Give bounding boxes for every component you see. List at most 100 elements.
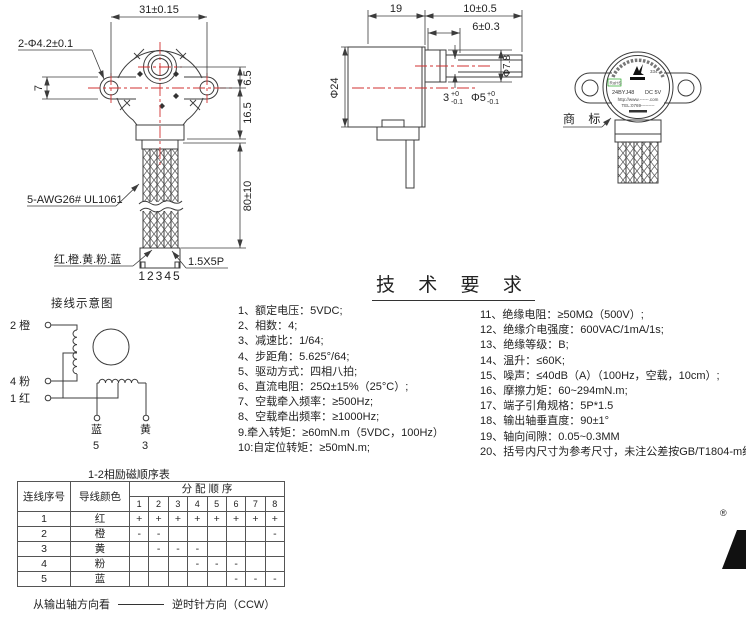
step-col-header: 2 bbox=[148, 496, 169, 512]
requirement-item: 12、绝缘介电强度：600VAC/1mA/1s; bbox=[480, 324, 664, 337]
step-cell: - bbox=[264, 526, 286, 542]
requirement-item: 11、绝缘电阻：≥50MΩ（500V）; bbox=[480, 309, 644, 321]
svg-text:-0.1: -0.1 bbox=[451, 99, 463, 106]
requirement-item: 16、摩擦力矩：60~294mN.m; bbox=[480, 385, 628, 398]
sequence-table-title: 1-2相励磁顺序表 bbox=[88, 469, 170, 481]
side-view-drawing: 19 10±0.5 6±0.3 Φ24 Φ7.8 3 +0 -0.1 Φ5 +0… bbox=[329, 3, 523, 189]
wiring-diagram: 2 橙 4 粉 1 红 蓝 5 黄 3 bbox=[10, 318, 151, 452]
step-cell: + bbox=[245, 511, 266, 527]
footer-dash bbox=[118, 603, 164, 605]
step-cell: - bbox=[264, 571, 286, 587]
svg-text:-0.1: -0.1 bbox=[487, 99, 499, 106]
step-col-header: 4 bbox=[187, 496, 208, 512]
connector-label: 1.5X5P bbox=[188, 256, 224, 268]
company-logo bbox=[722, 530, 746, 569]
dim-shaft-length: 10±0.5 bbox=[463, 3, 497, 15]
rear-view-drawing: RoHS 334 24BYJ48 DC 5V http://www.------… bbox=[563, 51, 702, 184]
common-lead bbox=[51, 383, 119, 399]
step-cell bbox=[225, 526, 247, 542]
requirement-item: 7、空载牵入频率：≥500Hz; bbox=[238, 396, 374, 409]
trademark-label: 商 标 bbox=[563, 111, 605, 126]
step-cell bbox=[167, 556, 189, 572]
step-cell: - bbox=[225, 571, 247, 587]
step-cell: + bbox=[128, 511, 150, 527]
terminal-4 bbox=[44, 377, 52, 385]
wire-colors-label: 红.橙.黄.粉.蓝 bbox=[54, 252, 121, 266]
wire-number-cell: 2 bbox=[17, 526, 71, 542]
terminal-3-number: 3 bbox=[142, 440, 148, 452]
terminal-step bbox=[381, 119, 405, 128]
step-cell: - bbox=[206, 556, 227, 572]
step-cell bbox=[128, 541, 150, 557]
step-cell: + bbox=[187, 511, 208, 527]
step-cell: + bbox=[225, 511, 247, 527]
dim-hole-spacing: 31±0.15 bbox=[139, 4, 179, 16]
dim-ear-height: 7 bbox=[33, 85, 45, 91]
terminal-3 bbox=[142, 414, 150, 422]
step-cell: - bbox=[225, 556, 247, 572]
wire-number-cell: 5 bbox=[17, 571, 71, 587]
step-cell: - bbox=[148, 541, 169, 557]
rear-right-hole bbox=[677, 79, 695, 97]
rear-housing bbox=[614, 119, 662, 143]
rohs-badge: RoHS bbox=[610, 81, 622, 86]
rear-left-hole bbox=[581, 79, 599, 97]
step-cell bbox=[206, 526, 227, 542]
step-cell bbox=[264, 541, 286, 557]
motor-body-side bbox=[347, 46, 426, 128]
centerlines bbox=[88, 42, 232, 167]
dim-body-diameter: Φ24 bbox=[329, 77, 341, 98]
svg-text:3: 3 bbox=[443, 92, 449, 104]
step-col-header: 3 bbox=[167, 496, 189, 512]
requirement-item: 17、端子引角规格：5P*1.5 bbox=[480, 400, 614, 413]
terminal-5-number: 5 bbox=[93, 440, 99, 452]
col-header-sequence: 分 配 顺 序 bbox=[129, 481, 285, 497]
tech-requirements-title: 技 术 要 求 bbox=[372, 270, 535, 301]
step-cell: - bbox=[128, 526, 150, 542]
nameplate-model: 24BYJ48 bbox=[612, 90, 634, 96]
col-header-wire-color: 导线颜色 bbox=[70, 481, 130, 512]
step-cell bbox=[128, 571, 150, 587]
requirement-item: 14、温升：≤60K; bbox=[480, 354, 565, 367]
terminal-4-label: 4 粉 bbox=[10, 375, 30, 388]
step-col-header: 6 bbox=[225, 496, 247, 512]
step-cell: - bbox=[167, 541, 189, 557]
requirement-item: 18、输出轴垂直度：90±1° bbox=[480, 415, 610, 428]
wire-color-cell: 蓝 bbox=[70, 571, 130, 587]
svg-text:+0: +0 bbox=[451, 91, 459, 98]
wire-color-cell: 黄 bbox=[70, 541, 130, 557]
step-cell bbox=[225, 541, 247, 557]
side-view-dimensions bbox=[341, 10, 523, 128]
step-cell bbox=[128, 556, 150, 572]
shaft-flats bbox=[458, 59, 522, 73]
requirement-item: 5、驱动方式：四相八拍; bbox=[238, 365, 358, 378]
step-cell: + bbox=[167, 511, 189, 527]
step-cell bbox=[245, 556, 266, 572]
terminal-3-color: 黄 bbox=[140, 422, 151, 436]
terminal-5-color: 蓝 bbox=[91, 423, 102, 436]
step-cell: + bbox=[264, 511, 286, 527]
step-cell bbox=[206, 571, 227, 587]
step-cell: + bbox=[148, 511, 169, 527]
wire-spec-label: 5-AWG26# UL1061 bbox=[27, 194, 123, 206]
requirement-item: 15、噪声：≤40dB（A）（100Hz，空载，10cm）; bbox=[480, 369, 720, 382]
dim-body-length: 19 bbox=[390, 3, 402, 15]
footer-view-direction: 从输出轴方向看 bbox=[33, 599, 110, 611]
wire-color-cell: 红 bbox=[70, 511, 130, 527]
requirement-item: 8、空载牵出频率：≥1000Hz; bbox=[238, 411, 380, 424]
terminal-base bbox=[376, 126, 420, 141]
requirement-item: 6、直流电阻：25Ω±15%（25°C）; bbox=[238, 381, 409, 394]
step-cell bbox=[187, 571, 208, 587]
requirement-item: 1、额定电压：5VDC; bbox=[238, 305, 343, 317]
step-cell bbox=[264, 556, 286, 572]
wire-bundle bbox=[138, 148, 184, 249]
wire-color-cell: 粉 bbox=[70, 556, 130, 572]
dim-shaft-offset: 6.5 bbox=[242, 70, 254, 85]
step-cell bbox=[245, 541, 266, 557]
requirement-item: 13、绝缘等级：B; bbox=[480, 339, 569, 352]
